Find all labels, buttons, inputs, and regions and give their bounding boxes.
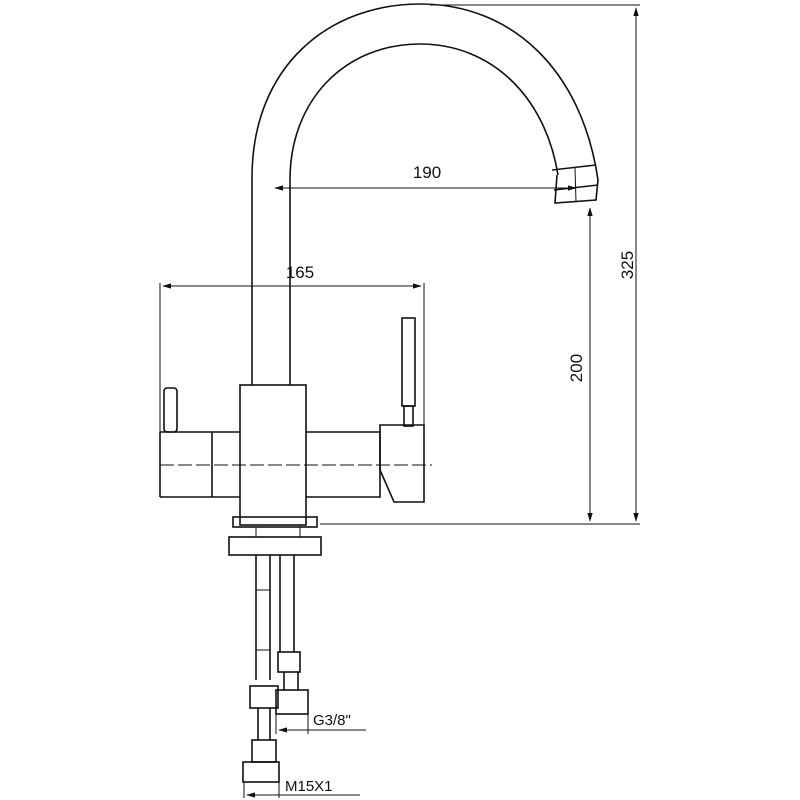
faucet-body: [159, 317, 432, 526]
mounting-base: [228, 516, 322, 556]
dimension-spout-reach: 190: [274, 163, 577, 191]
callout-hose-thread: G3/8": [275, 712, 366, 734]
callout-mount-thread: M15X1: [243, 778, 360, 798]
label-width-body: 165: [286, 263, 314, 282]
label-height-total: 325: [618, 251, 637, 279]
label-mount-thread: M15X1: [285, 778, 333, 795]
dimension-body-width: 165: [159, 263, 425, 432]
label-height-spout: 200: [567, 354, 586, 382]
label-reach-spout: 190: [413, 163, 441, 182]
dimension-total-height: 325: [320, 4, 640, 525]
spout: [251, 3, 599, 385]
label-hose-thread: G3/8": [313, 712, 351, 729]
supply-hoses: [242, 555, 309, 783]
dimension-spout-height: 200: [567, 207, 593, 522]
